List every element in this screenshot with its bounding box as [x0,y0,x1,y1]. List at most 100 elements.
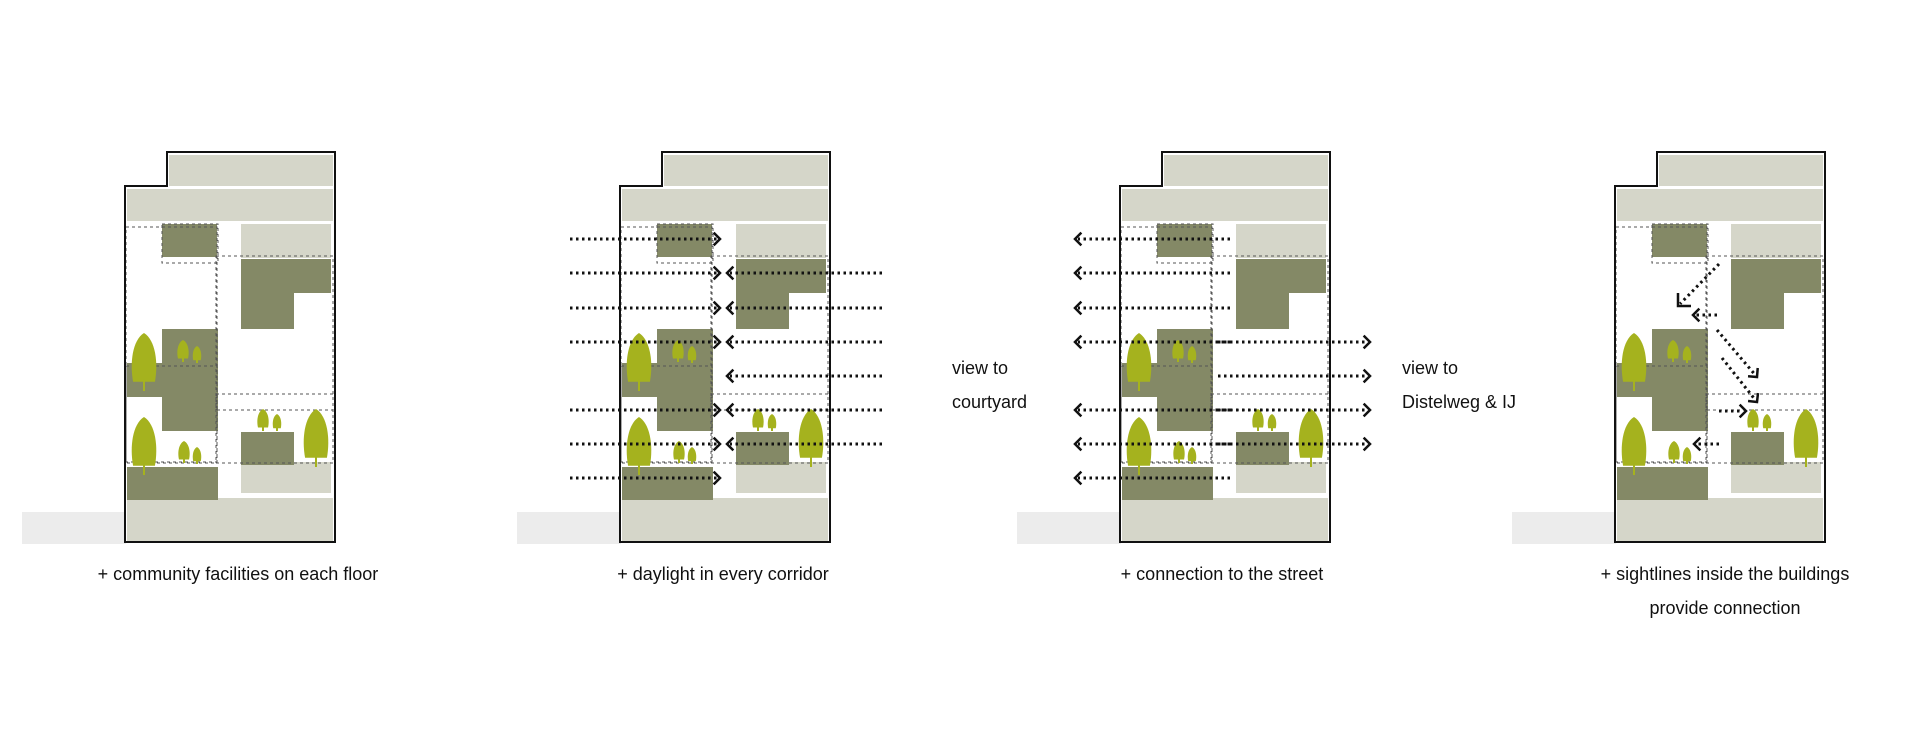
building-section-1 [22,151,336,544]
dashed-zone [656,223,714,264]
community-block [1731,259,1821,293]
community-block [657,329,713,363]
arrow-icon [570,334,722,350]
arrow-icon [725,436,882,452]
community-block [1652,224,1707,257]
light-block [1236,462,1326,493]
tree-icon [1187,346,1197,363]
community-block [1157,397,1213,431]
dashed-zone [215,393,334,464]
community-block [1157,224,1212,257]
building-section-2 [517,151,831,544]
ground-band [517,512,621,544]
tree-icon [1667,340,1679,362]
light-block [1731,462,1821,493]
tree-icon [767,414,777,431]
community-block [1652,329,1708,363]
arrow-icon [725,402,882,418]
tree-icon [192,447,202,464]
arrow-icon [1691,307,1717,323]
arrow-icon [1218,368,1372,384]
light-block [1731,224,1821,258]
tree-icon [1682,346,1692,363]
light-block [241,462,331,493]
tree-icon [1682,447,1692,464]
view-label-courtyard-line-2: courtyard [952,392,1027,412]
community-block [1236,293,1289,329]
tree-icon [672,340,684,362]
arrow-icon [570,436,722,452]
tree-icon [1298,409,1324,467]
tree-icon [1762,414,1772,431]
light-block [241,224,331,258]
dashed-zone [710,255,829,411]
dashed-zone [710,393,829,464]
dashed-zone [1210,255,1329,411]
ground-band [22,512,126,544]
tree-icon [1668,441,1680,463]
building-outline [1119,151,1331,543]
arrow-icon [1073,265,1230,281]
community-block [241,432,294,465]
arrow-icon [725,300,882,316]
community-block [1731,432,1784,465]
tree-icon [687,447,697,464]
tree-icon [131,417,157,475]
arrow-icon [1218,334,1372,350]
tree-icon [798,409,824,467]
arrow-icon [1073,436,1230,452]
building-outline [124,151,336,543]
community-block [241,259,331,293]
tree-icon [1793,409,1819,467]
light-block [1164,155,1328,186]
tree-icon [626,417,652,475]
community-block [162,397,218,431]
light-block [1236,224,1326,258]
dashed-zone [1210,393,1329,464]
arrow-icon [725,368,882,384]
light-block [1122,498,1328,543]
tree-icon [178,441,190,463]
community-block [1122,467,1213,500]
light-block [1122,189,1328,221]
tree-icon [1126,333,1152,391]
community-block [736,259,826,293]
light-block [736,224,826,258]
community-block [162,329,218,363]
arrow-icon [1720,357,1760,404]
arrow-icon [1676,262,1721,308]
community-block [127,467,218,500]
community-block [1236,432,1289,465]
tree-icon [303,409,329,467]
arrow-icon [1073,470,1230,486]
caption-daylight-corridor: + daylight in every corridor [617,564,829,584]
panels [22,151,1826,544]
caption-community-facilities: + community facilities on each floor [98,564,379,584]
tree-icon [1173,441,1185,463]
arrow-icon [570,300,722,316]
building-section-4 [1512,151,1826,544]
light-block [169,155,333,186]
arrow-icon [1073,300,1230,316]
ground-band [1017,512,1121,544]
community-block [1652,397,1708,431]
tree-icon [1621,333,1647,391]
caption-sightlines-line-2: provide connection [1649,598,1800,618]
ground-band [1512,512,1616,544]
community-block [622,467,713,500]
light-block [736,462,826,493]
tree-icon [673,441,685,463]
sightline-arrows [570,231,1760,486]
tree-icon [1172,340,1184,362]
tree-icon [626,333,652,391]
view-label-courtyard-line-1: view to [952,358,1008,378]
arrow-icon [1692,436,1719,452]
community-block [736,432,789,465]
view-label-street-line-1: view to [1402,358,1458,378]
community-block [241,293,294,329]
tree-icon [177,340,189,362]
arrow-icon [1073,231,1230,247]
arrow-icon [1218,436,1372,452]
arrow-icon [570,402,722,418]
